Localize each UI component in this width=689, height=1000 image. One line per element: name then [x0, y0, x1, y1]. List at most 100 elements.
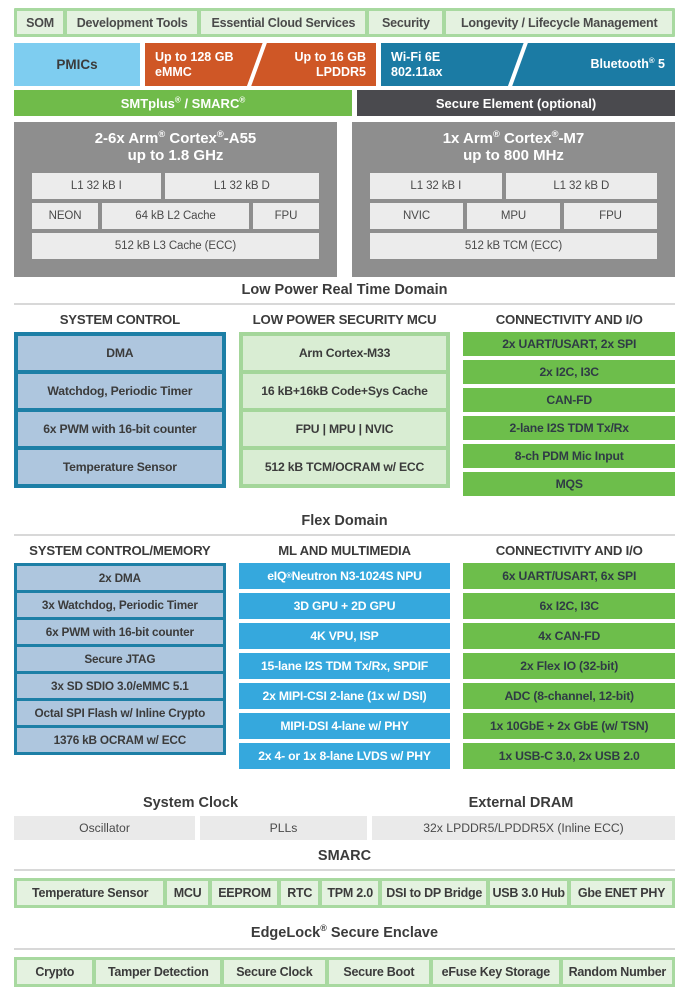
cpu-cache-row: 512 kB L3 Cache (ECC) [32, 232, 319, 259]
domain-item: 2x DMA [17, 566, 223, 590]
domain-heading-low-power: Low Power Real Time Domain [241, 282, 448, 298]
cpu-cache-cell: 512 kB L3 Cache (ECC) [32, 232, 319, 259]
divider-rule [14, 869, 675, 871]
domain-column-heading: SYSTEM CONTROL [59, 312, 180, 327]
ecosystem-chip-3: Security [369, 11, 443, 34]
domain-item: DMA [18, 336, 222, 370]
cpu-cache-cell: L1 32 kB I [370, 172, 502, 199]
edgelock-chip-4: eFuse Key Storage [433, 960, 559, 984]
edgelock-chip-0: Crypto [17, 960, 93, 984]
cpu-cache-cell: FPU [252, 202, 319, 229]
clock-dram-cell-2: 32x LPDDR5/LPDDR5X (Inline ECC) [372, 816, 675, 840]
edgelock-chip-3: Secure Boot [328, 960, 430, 984]
ecosystem-chip-4: Longevity / Lifecycle Management [446, 11, 672, 34]
pmic-block: PMICs [14, 43, 140, 86]
domain-item-stack: DMA Watchdog, Periodic Timer 6x PWM with 1… [14, 332, 226, 488]
bluetooth-segment: Bluetooth® 5 [528, 43, 675, 86]
memory-block: Up to 128 GB eMMC Up to 16 GB LPDDR5 [145, 43, 376, 86]
bluetooth-label: Bluetooth [590, 57, 649, 72]
bluetooth-version: 5 [654, 57, 665, 72]
smtplus-label: SMTplus [120, 95, 175, 111]
cpu-cache-cell: MPU [467, 202, 560, 229]
cpu-cache-cell: L1 32 kB D [505, 172, 657, 199]
ecosystem-chip-1: Development Tools [67, 11, 198, 34]
smarc-chip-3: RTC [281, 881, 319, 905]
domain-item: Secure JTAG [17, 647, 223, 671]
lpddr5-line1: Up to 16 GB [294, 50, 366, 65]
domain-item: 3x Watchdog, Periodic Timer [17, 593, 223, 617]
domain-item: 16 kB+16kB Code+Sys Cache [242, 374, 447, 408]
wifi-segment: Wi-Fi 6E 802.11ax [381, 43, 528, 86]
clock-dram-heading-0: System Clock [142, 795, 239, 811]
low-power-domain-columns: SYSTEM CONTROL DMA Watchdog, Periodic Time… [14, 312, 676, 496]
smarc-chip-6: USB 3.0 Hub [490, 881, 568, 905]
domain-column-0: SYSTEM CONTROL DMA Watchdog, Periodic Time… [14, 312, 226, 496]
secure-element-block: Secure Element (optional) [357, 90, 675, 116]
cpu-cache-cell: NVIC [370, 202, 463, 229]
edgelock-chip-1: Tamper Detection [96, 960, 221, 984]
ecosystem-chip-2: Essential Cloud Services [201, 11, 366, 34]
domain-item: 1376 kB OCRAM w/ ECC [17, 728, 223, 752]
cpu-cache-cell: L1 32 kB I [32, 172, 161, 199]
hardware-band: PMICs Up to 128 GB eMMC Up to 16 GB LPDD… [14, 43, 675, 86]
domain-item: Octal SPI Flash w/ Inline Crypto [17, 701, 223, 725]
cpu-cache-cell: FPU [564, 202, 657, 229]
domain-item: MQS [463, 472, 676, 496]
domain-item: 8-ch PDM Mic Input [463, 444, 676, 468]
cpu-cache-cell: NEON [32, 202, 99, 229]
edgelock-chip-5: Random Number [562, 960, 673, 984]
domain-column-heading: CONNECTIVITY AND I/O [495, 312, 643, 327]
domain-item: FPU | MPU | NVIC [242, 412, 447, 446]
domain-item: 15-lane I2S TDM Tx/Rx, SPDIF [238, 653, 451, 679]
smarc-chip-2: EEPROM [211, 881, 278, 905]
smarc-chip-4: TPM 2.0 [322, 881, 379, 905]
emmc-line2: eMMC [155, 64, 192, 79]
domain-item: CAN-FD [463, 388, 676, 412]
registered-mark-icon: ® [174, 95, 181, 105]
domain-column-heading: ML AND MULTIMEDIA [278, 543, 411, 558]
domain-column-heading: LOW POWER SECURITY MCU [252, 312, 437, 327]
registered-mark-icon: ® [320, 923, 327, 934]
domain-item: 6x PWM with 16-bit counter [18, 412, 222, 446]
domain-column-1: ML AND MULTIMEDIA eIQ® Neutron N3-1024S N… [238, 543, 451, 769]
wireless-block: Wi-Fi 6E 802.11ax Bluetooth® 5 [381, 43, 675, 86]
domain-item: 4K VPU, ISP [238, 623, 451, 649]
smarc-chip-7: Gbe ENET PHY [571, 881, 672, 905]
domain-item: 3D GPU + 2D GPU [238, 593, 451, 619]
lpddr5-segment: Up to 16 GB LPDDR5 [261, 43, 377, 86]
smtplus-smarc-block: SMTplus® / SMARC® [14, 90, 352, 116]
clock-dram-cell-1: PLLs [200, 816, 367, 840]
domain-item: 2x UART/USART, 2x SPI [463, 332, 676, 356]
edgelock-label: EdgeLock [250, 925, 321, 941]
domain-item: 4x CAN-FD [463, 623, 676, 649]
emmc-segment: Up to 128 GB eMMC [145, 43, 261, 86]
domain-item: 2x Flex IO (32-bit) [463, 653, 676, 679]
domain-item: Watchdog, Periodic Timer [18, 374, 222, 408]
smarc-heading: SMARC [317, 848, 372, 864]
domain-item: 1x USB-C 3.0, 2x USB 2.0 [463, 743, 676, 769]
domain-item: MIPI-DSI 4-lane w/ PHY [238, 713, 451, 739]
domain-item: 1x 10GbE + 2x GbE (w/ TSN) [463, 713, 676, 739]
clock-dram-cell-0: Oscillator [14, 816, 195, 840]
cpu-cache-cell: 512 kB TCM (ECC) [370, 232, 657, 259]
